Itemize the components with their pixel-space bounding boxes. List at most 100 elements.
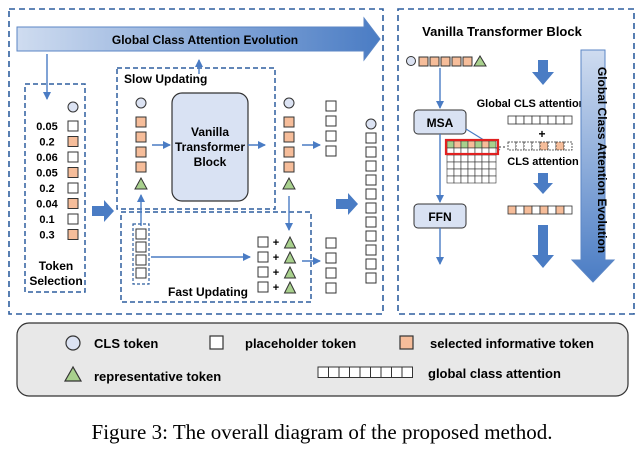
fast-input-column [135,228,147,279]
selected-token [429,56,440,67]
attention-cell [460,175,469,184]
fast-updating-box [120,211,312,303]
selected-token [440,56,451,67]
token-score: 0.1 [39,214,54,226]
attention-cell [488,161,497,170]
attention-cell [481,154,490,163]
attention-cell [547,115,557,125]
plus-sign: + [273,237,279,249]
placeholder-token [365,258,377,270]
attention-cell [555,205,565,215]
legend-cls-icon [65,335,81,351]
attention-cell [460,140,469,149]
attention-cell [523,141,533,151]
placeholder-token [365,202,377,214]
final-token-column [365,132,377,284]
attention-cell [555,115,565,125]
selected-token [67,136,79,147]
attention-cell [488,175,497,184]
selected-token [283,146,295,158]
selected-token [283,161,295,173]
placeholder-token [67,120,79,132]
placeholder-token [135,267,147,279]
token-score: 0.06 [36,152,57,164]
placeholder-token [67,213,79,225]
cls-token [67,101,79,113]
global-attention-arrow-label: Global Class Attention Evolution [112,33,298,47]
selected-token [451,56,462,67]
attention-cell [539,115,549,125]
selected-token [67,198,79,209]
attention-cell [359,366,371,378]
attention-cell [507,141,517,151]
attention-cell [474,175,483,184]
legend-representative-label: representative token [94,369,221,384]
attention-cell [467,140,476,149]
selected-token [135,146,147,158]
placeholder-token [257,281,269,293]
placeholder-token [325,100,337,112]
attention-cell [539,205,549,215]
legend-global-attention-icon [317,366,413,378]
merge-arrow [336,193,358,215]
attention-cell [515,205,525,215]
attention-cell [563,205,573,215]
attention-cell [488,168,497,177]
ffn-label: FFN [428,210,451,224]
plus-sign: + [273,252,279,264]
legend-cls-label: CLS token [94,336,158,351]
final-cls-token [365,118,377,130]
representative-token [283,250,297,264]
global-attention-arrow [16,16,381,62]
attention-cell [446,168,455,177]
attention-matrix [446,140,497,184]
placeholder-token [365,146,377,158]
placeholder-token [365,174,377,186]
selected-token [67,167,79,178]
attention-cell [515,141,525,151]
global-cls-attention-bar [507,115,573,125]
attention-cell [380,366,392,378]
placeholder-token [135,254,147,266]
attention-cell [446,161,455,170]
attention-cell [453,140,462,149]
selected-token [418,56,429,67]
msa-label: MSA [427,116,454,130]
selected-token [67,229,79,240]
attention-cell [488,154,497,163]
attention-cell [515,115,525,125]
placeholder-token [67,182,79,194]
attention-cell [481,175,490,184]
attention-cell [563,115,573,125]
top-down-arrow [532,60,554,85]
selected-token [283,131,295,143]
cls-to-result-arrow [533,173,553,194]
attention-cell [507,205,517,215]
attention-cell [481,168,490,177]
token-score: 0.2 [39,137,54,149]
fast-merged-column [325,237,337,294]
placeholder-token [325,237,337,249]
token-score: 0.05 [36,121,57,133]
plus-sign: + [273,282,279,294]
attention-cell [531,205,541,215]
representative-token [283,265,297,279]
plus-label: + [538,127,545,141]
vertical-global-attention-label: Global Class Attention Evolution [595,67,609,253]
attention-cell [523,115,533,125]
legend-box [16,322,629,397]
attention-cell [507,115,517,125]
attention-cell [446,140,455,149]
attention-cell [453,168,462,177]
cls-attention-bar [507,141,573,151]
attention-cell [338,366,350,378]
slow-updating-box [116,67,276,210]
vertical-global-attention-arrow [570,49,616,283]
placeholder-token [325,252,337,264]
placeholder-token [325,282,337,294]
attention-cell [555,141,565,151]
attention-cell [563,141,573,151]
vanilla-transformer-box [171,92,249,202]
